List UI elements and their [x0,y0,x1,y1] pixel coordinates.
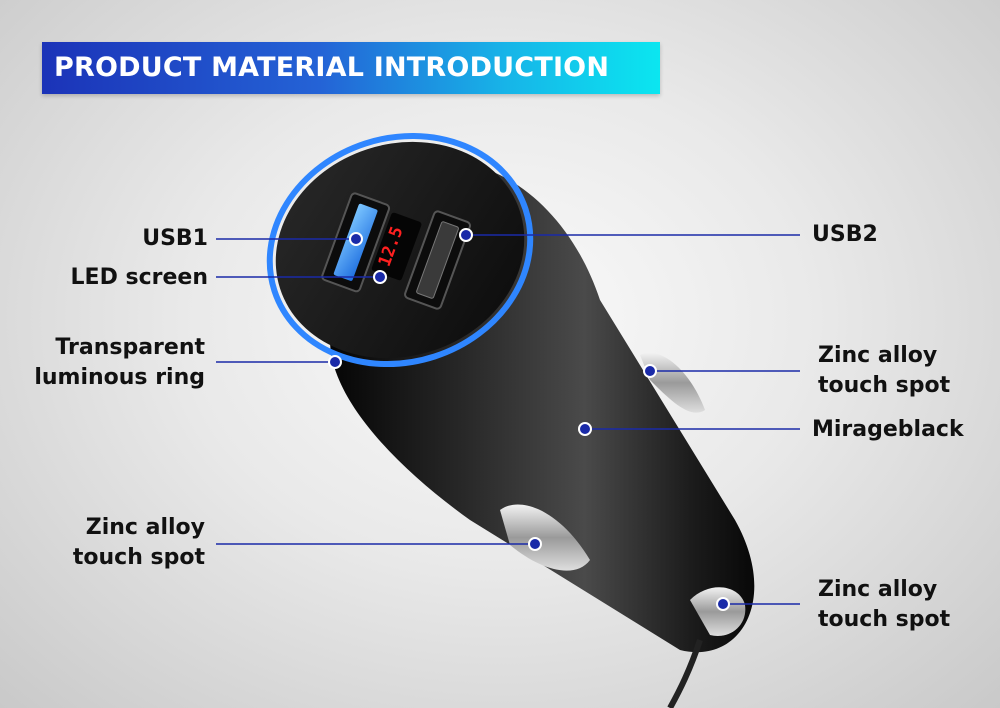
cable [667,639,703,708]
tip-contact [690,587,746,636]
dot-mirageblack [578,422,592,436]
label-usb2: USB2 [812,222,878,247]
dot-ring [328,355,342,369]
label-zinc-bottom: Zinc alloy touch spot [818,577,951,632]
dot-zinc-bottom [716,597,730,611]
leader-lines [216,234,800,605]
dot-zinc-top [643,364,657,378]
dot-usb2 [459,228,473,242]
banner-title: PRODUCT MATERIAL INTRODUCTION [54,52,610,83]
leader-dots [328,228,730,611]
title-banner: PRODUCT MATERIAL INTRODUCTION [42,42,660,94]
label-zinc-left: Zinc alloy touch spot [72,515,205,570]
label-usb1: USB1 [142,226,208,251]
dot-led [373,270,387,284]
luminous-ring [266,132,534,368]
label-led-screen: LED screen [70,265,208,290]
usb2-port [404,210,471,310]
dot-usb1 [349,232,363,246]
side-contact-left [500,504,590,571]
side-contact-right [640,352,705,413]
dot-zinc-left [528,537,542,551]
label-mirageblack: Mirageblack [812,417,964,442]
label-luminous-ring: Transparent luminous ring [34,335,205,390]
label-zinc-top: Zinc alloy touch spot [818,343,951,398]
